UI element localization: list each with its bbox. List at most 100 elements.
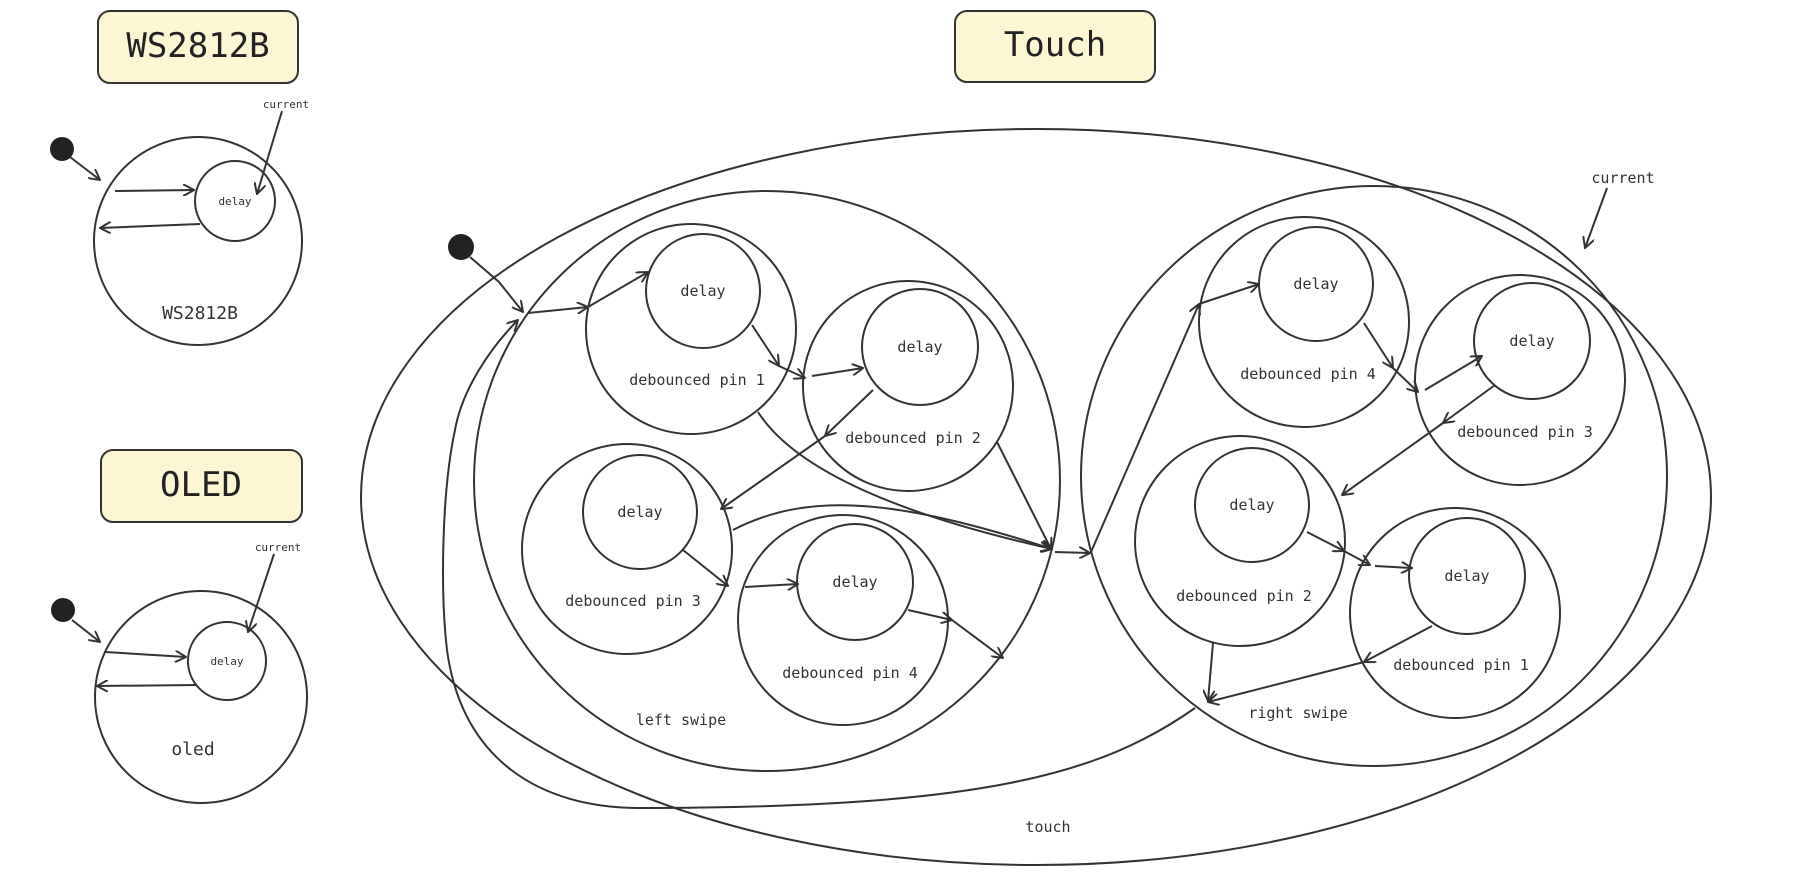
left-pin-4-circle: [737, 514, 949, 726]
left-pin-2-delay-label: delay: [897, 338, 942, 356]
left-pin-2-state: delay debounced pin 2: [802, 280, 1014, 492]
right-swipe-label: right swipe: [1248, 704, 1347, 722]
ws2812b-state: [93, 136, 303, 346]
ws2812b-initial-state: [50, 137, 74, 161]
left-swipe-label: left swipe: [636, 711, 726, 729]
touch-title-box: [954, 10, 1156, 83]
oled-enter-delay-arrow: [104, 652, 186, 657]
right-pin-2-label: debounced pin 2: [1176, 587, 1311, 605]
left-pin2-delay-exit-arrow: [825, 389, 874, 436]
right-pin-3-label: debounced pin 3: [1457, 423, 1592, 441]
touch-title: Touch: [954, 10, 1156, 83]
left-pin-1-delay-circle: [645, 233, 761, 349]
right-pin-2-delay-label: delay: [1229, 496, 1274, 514]
left-pin1-to-pin2-arrow: [778, 365, 805, 378]
oled-initial-state: [51, 598, 75, 622]
left-pin-1-label: debounced pin 1: [629, 371, 764, 389]
left-pin4-exit-arrow: [951, 619, 1003, 658]
right-pin2-delay-exit-arrow: [1306, 531, 1344, 551]
right-pin-1-circle: [1349, 507, 1561, 719]
ws2812b-current-arrow: [257, 110, 283, 194]
touch-initial-arrow: [469, 256, 523, 312]
left-pin4-delay-exit-arrow: [907, 609, 952, 620]
right-pin2-exit-arrow: [1208, 642, 1213, 701]
left-pin1-delay-exit-arrow: [751, 324, 779, 366]
right-swipe-state: right swipe delay debounced pin 4 delay …: [1080, 185, 1668, 767]
right-pin4-to-pin3-arrow: [1392, 367, 1418, 392]
right-pin3-enter-delay-arrow: [1424, 356, 1482, 391]
ws2812b-enter-delay-arrow: [114, 190, 194, 191]
left-pin-4-state: delay debounced pin 4: [737, 514, 949, 726]
left-pin2-to-pin3-arrow: [721, 435, 826, 509]
right-pin-3-circle: [1414, 274, 1626, 486]
right-pin-1-label: debounced pin 1: [1393, 656, 1528, 674]
left-pin-3-delay-circle: [582, 454, 698, 570]
right-entry-arrow: [1090, 304, 1199, 553]
touch-state: [360, 128, 1712, 866]
right-pin-3-delay-circle: [1473, 282, 1591, 400]
right-pin1-delay-exit-arrow: [1364, 625, 1433, 662]
right-pin-4-label: debounced pin 4: [1240, 365, 1375, 383]
right-pin1-exit-arrow: [1208, 661, 1365, 702]
right-pin4-enter-delay-arrow: [1198, 284, 1259, 305]
oled-delay-state: [187, 621, 267, 701]
touch-current-arrow: [1585, 187, 1608, 248]
left-pin-3-label: debounced pin 3: [565, 592, 700, 610]
left-pin-1-circle: [585, 223, 797, 435]
right-pin-2-circle: [1134, 435, 1346, 647]
right-pin-3-delay-label: delay: [1509, 332, 1554, 350]
left-pin3-failure-arrow: [732, 504, 1052, 549]
left-pin-2-circle: [802, 280, 1014, 492]
oled-title: OLED: [100, 449, 303, 523]
ws2812b-title-text: WS2812B: [126, 26, 269, 66]
oled-title-text: OLED: [160, 465, 242, 505]
right-swipe-ellipse: [1080, 185, 1668, 767]
right-pin-1-delay-circle: [1408, 517, 1526, 635]
right-pin-1-state: delay debounced pin 1: [1349, 507, 1561, 719]
left-entry-arrow: [527, 307, 588, 313]
right-pin1-enter-delay-arrow: [1374, 566, 1412, 568]
left-pin-3-delay-label: delay: [617, 503, 662, 521]
oled-current-arrow: [248, 553, 275, 632]
touch-state-label: touch: [1025, 818, 1070, 836]
left-pin-2-delay-circle: [861, 288, 979, 406]
ws2812b-title: WS2812B: [97, 10, 299, 84]
ws2812b-delay-state: [194, 160, 276, 242]
ws2812b-section: WS2812B delay WS2812B current: [50, 10, 309, 346]
oled-initial-arrow: [71, 619, 100, 642]
ws2812b-title-box: [97, 10, 299, 84]
right-pin-2-state: delay debounced pin 2: [1134, 435, 1346, 647]
left-pin-1-delay-label: delay: [680, 282, 725, 300]
right-pin2-to-pin1-arrow: [1343, 550, 1370, 565]
ws2812b-current-label: current: [263, 98, 309, 111]
touch-current-label: current: [1591, 169, 1654, 187]
touch-initial-state: [448, 234, 474, 260]
left-pin3-delay-exit-arrow: [682, 549, 728, 586]
ws2812b-exit-delay-arrow: [100, 224, 201, 228]
oled-state: [94, 590, 308, 804]
right-pin-4-state: delay debounced pin 4: [1198, 216, 1410, 428]
left-pin-4-delay-label: delay: [832, 573, 877, 591]
ws2812b-initial-arrow: [69, 156, 100, 180]
ws2812b-delay-label: delay: [218, 195, 251, 208]
oled-current-label: current: [255, 541, 301, 554]
oled-exit-delay-arrow: [97, 685, 197, 686]
touch-title-text: Touch: [1004, 25, 1106, 65]
ws2812b-state-label: WS2812B: [162, 303, 238, 324]
left-swipe-exit-arrow: [1054, 552, 1090, 553]
right-pin3-to-pin2-arrow: [1342, 422, 1444, 495]
left-pin-2-label: debounced pin 2: [845, 429, 980, 447]
right-pin-2-delay-circle: [1194, 447, 1310, 563]
left-pin-1-state: delay debounced pin 1: [585, 223, 797, 435]
oled-delay-label: delay: [210, 655, 243, 668]
right-pin-1-delay-label: delay: [1444, 567, 1489, 585]
right-to-left-loop-arrow: [442, 320, 1196, 810]
right-pin4-delay-exit-arrow: [1363, 322, 1393, 368]
left-pin2-failure-arrow: [996, 441, 1051, 549]
touch-section: Touch touch current left swipe delay deb…: [360, 10, 1712, 866]
right-pin-4-circle: [1198, 216, 1410, 428]
oled-state-label: oled: [171, 739, 214, 760]
oled-section: OLED delay oled current: [51, 449, 308, 804]
left-pin3-to-pin4-arrow: [744, 584, 798, 587]
